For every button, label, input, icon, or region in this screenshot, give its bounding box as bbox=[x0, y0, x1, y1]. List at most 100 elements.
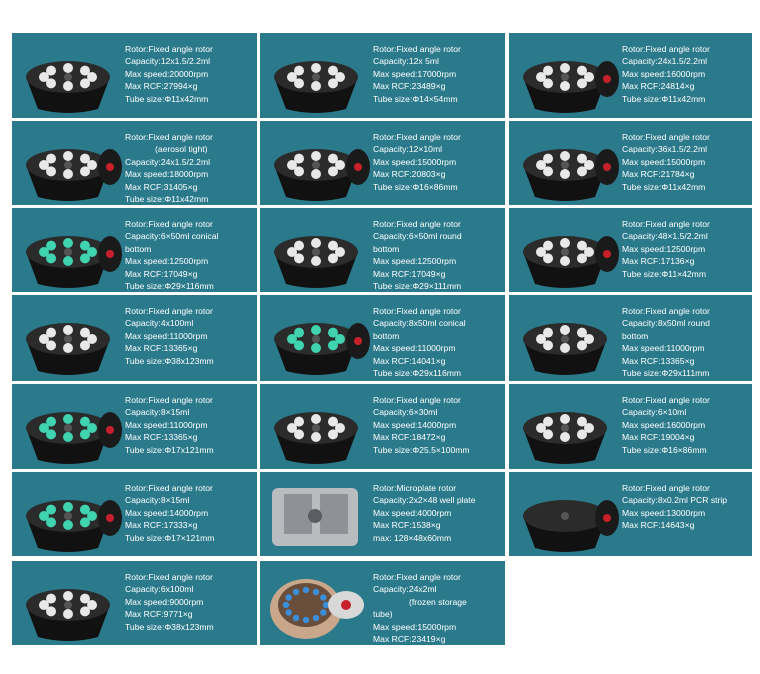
tube-cap bbox=[79, 517, 90, 528]
tube-cap bbox=[79, 504, 90, 515]
spec-line: Max RCF:18472×g bbox=[373, 432, 446, 443]
tube-cap bbox=[311, 238, 321, 248]
tube-cap bbox=[311, 63, 321, 73]
spec-line: Tube size:Φ29x111mm bbox=[622, 368, 710, 379]
rotor-photo bbox=[523, 500, 619, 552]
tube-cap bbox=[327, 253, 338, 264]
spec-line: Max speed:20000rpm bbox=[125, 68, 209, 79]
tube-cap bbox=[543, 78, 554, 89]
spec-line: Tube size:Φ29x116mm bbox=[373, 368, 462, 379]
tube-cap bbox=[46, 240, 57, 251]
tube-cap bbox=[543, 253, 554, 264]
tube-cap bbox=[282, 601, 290, 609]
spec-line: Max speed:14000rpm bbox=[373, 419, 457, 430]
tube-cap bbox=[327, 65, 338, 76]
rotor-photo bbox=[523, 236, 619, 288]
tube-cap bbox=[536, 334, 546, 344]
rotor-photo bbox=[523, 61, 619, 113]
spec-line: Capacity:6x100ml bbox=[125, 584, 194, 595]
rotor-hub bbox=[312, 424, 320, 432]
tube-cap bbox=[292, 614, 300, 622]
tube-cap bbox=[543, 327, 554, 338]
tube-cap bbox=[39, 423, 49, 433]
rotor-photo bbox=[274, 412, 358, 464]
spec-line: Max RCF:31405×g bbox=[125, 181, 198, 192]
rotor-type-line: Rotor:Fixed angle rotor bbox=[622, 395, 710, 405]
spec-line: Max speed:12500rpm bbox=[125, 256, 209, 267]
tube-cap bbox=[87, 600, 97, 610]
rotor-type-line: Rotor:Fixed angle rotor bbox=[622, 44, 710, 54]
tube-cap bbox=[63, 63, 73, 73]
tube-cap bbox=[39, 72, 49, 82]
spec-line: Max speed:17000rpm bbox=[373, 68, 457, 79]
tube-cap bbox=[560, 169, 570, 179]
tube-cap bbox=[63, 432, 73, 442]
rotor-type-line: Rotor:Fixed angle rotor bbox=[125, 219, 213, 229]
rotor-type-line: Rotor:Fixed angle rotor bbox=[125, 44, 213, 54]
tube-cap bbox=[536, 160, 546, 170]
tube-cap bbox=[294, 429, 305, 440]
rotor-hub bbox=[312, 248, 320, 256]
rotor-tile: Rotor:Fixed angle rotor(aerosol tight)Ca… bbox=[12, 121, 257, 205]
rotor-type-line: Rotor:Fixed angle rotor bbox=[373, 572, 461, 582]
rotor-hub bbox=[312, 335, 320, 343]
tube-cap bbox=[63, 256, 73, 266]
tube-cap bbox=[327, 166, 338, 177]
tube-cap bbox=[285, 609, 292, 616]
tube-cap bbox=[294, 416, 305, 427]
tube-cap bbox=[584, 247, 594, 257]
tube-cap bbox=[576, 429, 587, 440]
tube-cap bbox=[312, 614, 320, 622]
tube-cap bbox=[87, 423, 97, 433]
rotor-type-line: Rotor:Fixed angle rotor bbox=[125, 306, 213, 316]
spec-line: Max speed:16000rpm bbox=[622, 419, 706, 430]
spec-line: Max RCF:17333×g bbox=[125, 520, 198, 531]
spec-line: Max speed:15000rpm bbox=[622, 156, 706, 167]
tube-cap bbox=[46, 416, 57, 427]
spec-line: (frozen storage bbox=[409, 596, 467, 607]
tube-cap bbox=[327, 429, 338, 440]
tube-cap bbox=[79, 429, 90, 440]
rotor-type-line: Rotor:Fixed angle rotor bbox=[622, 483, 710, 493]
spec-line: Max speed:11000rpm bbox=[622, 343, 705, 354]
rotor-photo bbox=[26, 236, 122, 288]
tube-cap bbox=[311, 81, 321, 91]
spec-line: Max speed:11000rpm bbox=[373, 343, 456, 354]
tube-cap bbox=[543, 65, 554, 76]
spec-line: Tube size:Φ14×54mm bbox=[373, 93, 458, 104]
tube-cap bbox=[79, 593, 90, 604]
plate-carrier-left bbox=[284, 494, 312, 534]
tube-cap bbox=[327, 327, 338, 338]
tube-cap bbox=[327, 78, 338, 89]
tube-cap bbox=[63, 520, 73, 530]
tube-cap bbox=[46, 504, 57, 515]
tube-cap bbox=[543, 166, 554, 177]
rotor-type-line: Rotor:Fixed angle rotor bbox=[373, 395, 461, 405]
rotor-type-line: Rotor:Fixed angle rotor bbox=[373, 219, 461, 229]
tube-cap bbox=[560, 238, 570, 248]
tube-cap bbox=[39, 160, 49, 170]
rotor-type-line: Rotor:Fixed angle rotor bbox=[373, 132, 461, 142]
plate-carrier-right bbox=[320, 494, 348, 534]
tube-cap bbox=[46, 517, 57, 528]
tube-cap bbox=[46, 340, 57, 351]
tube-cap bbox=[46, 593, 57, 604]
spec-line: Max RCF:13365×g bbox=[125, 432, 198, 443]
tube-cap bbox=[287, 160, 297, 170]
rotor-hub bbox=[561, 512, 569, 520]
tube-cap bbox=[46, 606, 57, 617]
spec-line: Max speed:13000rpm bbox=[622, 507, 706, 518]
tube-cap bbox=[63, 609, 73, 619]
rotor-photo bbox=[272, 488, 358, 546]
rotor-photo bbox=[523, 412, 607, 464]
tube-cap bbox=[79, 416, 90, 427]
spec-line: Capacity:24x2ml bbox=[373, 584, 437, 595]
tube-cap bbox=[63, 502, 73, 512]
